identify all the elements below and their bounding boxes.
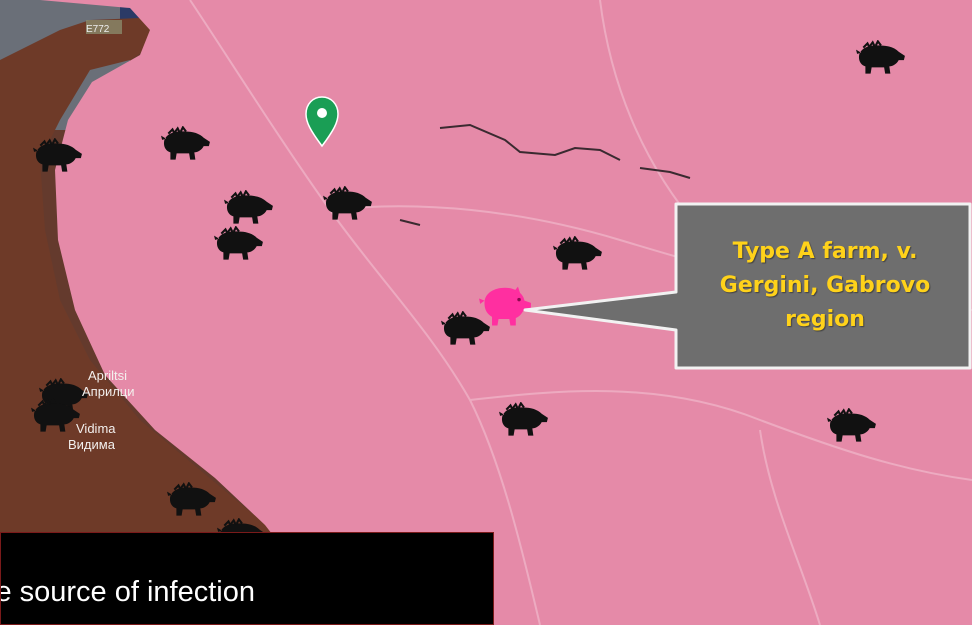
road-label-e772: E772: [86, 24, 110, 35]
town-label-apriltsi-cyrillic: Априлци: [82, 384, 135, 399]
callout-bubble: [523, 202, 972, 370]
caption-text: le source of infection: [1, 576, 255, 608]
caption-box: le source of infection: [0, 532, 494, 625]
town-label-apriltsi: Apriltsi: [88, 368, 128, 383]
town-label-vidima-cyrillic: Видима: [68, 437, 115, 452]
map-pin-icon[interactable]: [305, 96, 339, 148]
town-label-vidima: Vidima: [76, 421, 116, 436]
callout-text: Type A farm, v. Gergini, Gabrovo region: [719, 239, 931, 332]
